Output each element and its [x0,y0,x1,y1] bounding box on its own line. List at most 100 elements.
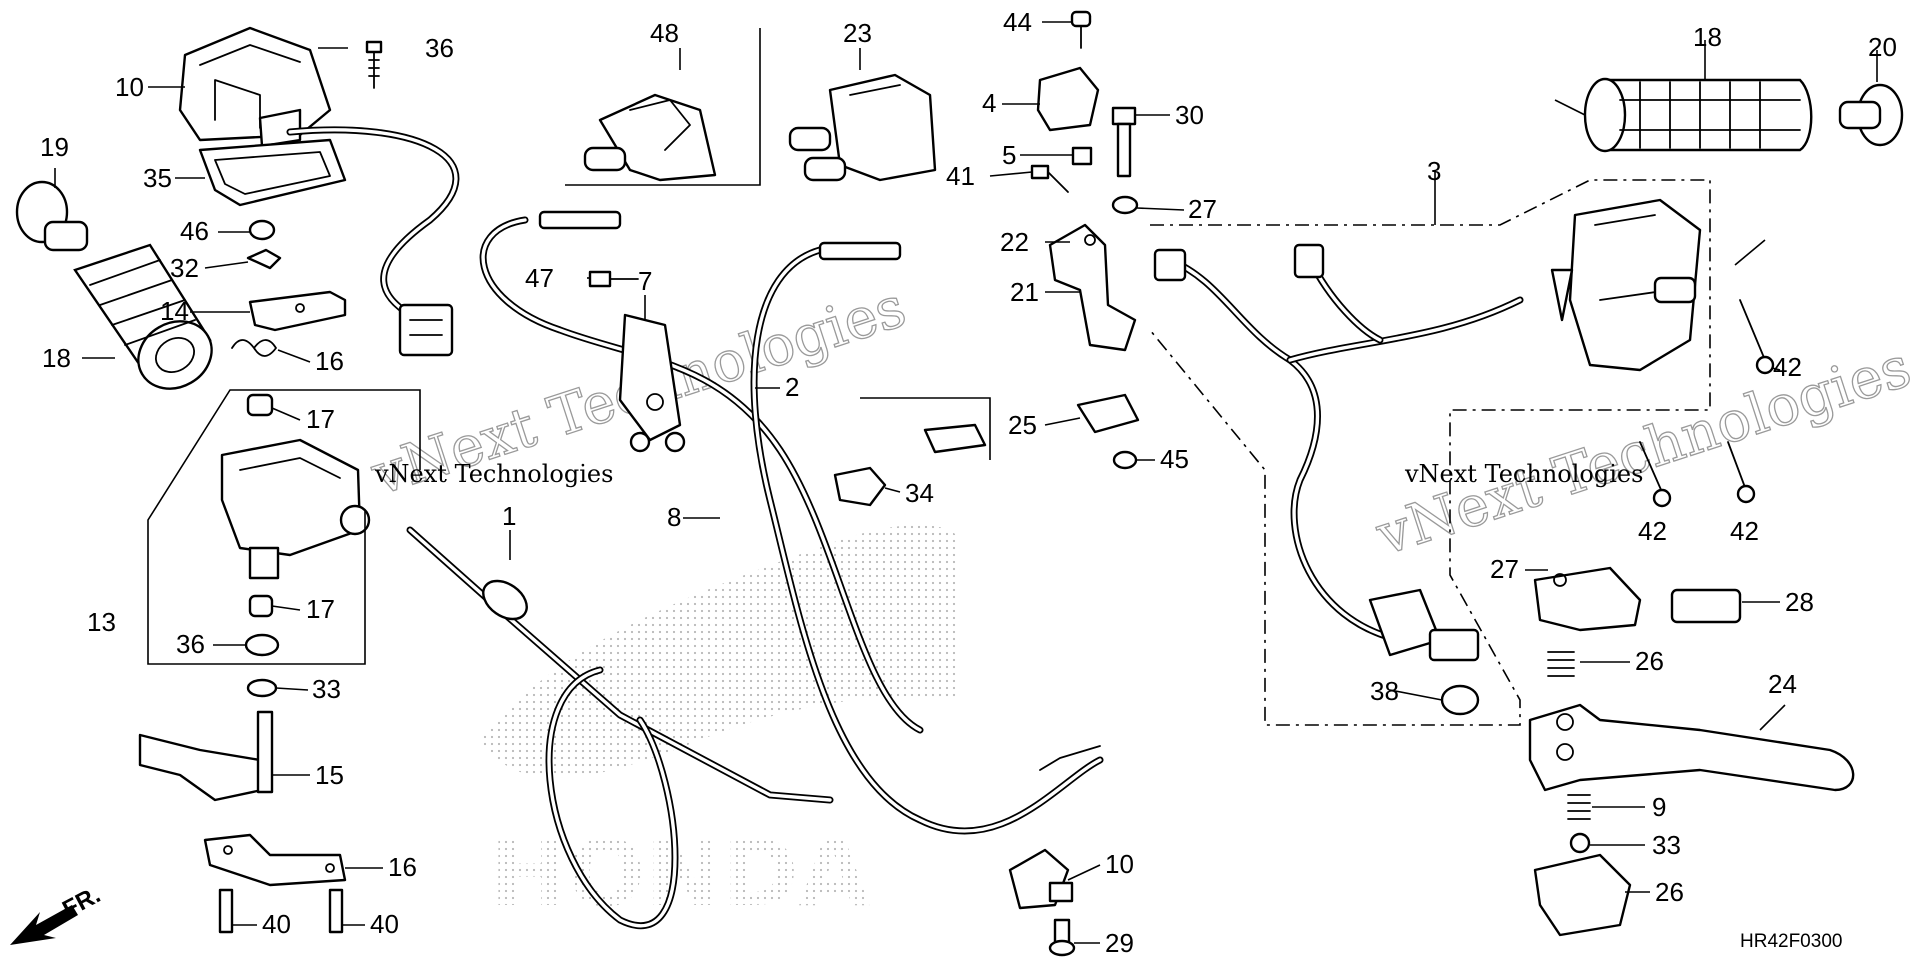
callout-35: 36 [176,629,205,659]
grip-end-18-right [1838,83,1904,147]
leader-lines [54,21,1878,944]
spring-14 [231,339,277,357]
grip-17-right [1583,77,1813,153]
throttle-lever-13 [138,710,274,802]
callout-6: 10 [115,72,144,102]
plate-12 [248,290,347,332]
seal-35 [244,633,280,657]
callout-22: 24 [1768,669,1797,699]
screw-43 [1070,10,1092,49]
boot-group-47 [565,28,761,186]
holder-24 [1533,853,1632,937]
callout-5: 5 [1002,140,1016,170]
callout-4: 4 [982,88,996,118]
switch-10 [1008,848,1074,910]
callout-17-right: 18 [1693,22,1722,52]
callout-15: 16 [388,852,417,882]
callout-8: 8 [667,502,681,532]
callout-28: 28 [1785,587,1814,617]
spring-25 [1547,651,1575,677]
callout-11: 13 [87,607,116,637]
callout-16-upper: 17 [306,404,335,434]
honda-logo-text: HONDA [490,820,870,927]
grip-end-18-left [15,180,89,252]
bolt-42-b [1639,441,1672,508]
callout-46: 47 [525,263,554,293]
cable-2 [750,246,1104,835]
throttle-housing-cover [178,26,332,148]
callout-2: 2 [785,372,799,402]
callout-45: 46 [180,216,209,246]
diagram-code: HR42F0300 [1740,931,1842,952]
housing-gasket [198,138,347,207]
callout-18-right: 20 [1868,32,1897,62]
throttle-cable-1 [406,526,834,930]
bolt-42-a [1739,299,1775,375]
holder-20-19 [1048,223,1137,352]
spring-9 [1567,794,1591,820]
callout-3: 3 [1427,156,1441,186]
boot-21 [788,73,937,182]
callout-21: 23 [843,18,872,48]
bolt-41 [1030,164,1069,193]
callout-44: 45 [1160,444,1189,474]
callout-27: 27 [1188,194,1217,224]
grip-17-left [73,243,213,390]
bracket-26 [1533,566,1642,632]
switch-28 [1670,588,1742,624]
nut-44 [1112,450,1138,470]
callout-19: 21 [1010,277,1039,307]
throttle-housing-11 [220,438,371,580]
callout-40-right: 40 [370,909,399,939]
callout-47: 48 [650,18,679,48]
callout-26: 27 [1490,554,1519,584]
callout-10: 10 [1105,849,1134,879]
callout-25: 26 [1635,646,1664,676]
bolt-40-left [218,888,234,934]
callout-39: 36 [425,33,454,63]
callout-37: 35 [143,163,172,193]
plate-15 [203,833,347,887]
bracket-23 [1076,393,1140,434]
bolt-46 [588,270,639,288]
callout-32: 32 [170,253,199,283]
callout-41: 41 [946,161,975,191]
stay-7 [618,313,682,442]
callout-38: 38 [1370,676,1399,706]
callout-42-a: 42 [1773,352,1802,382]
collar-16-lower [248,594,274,618]
callout-14: 16 [315,346,344,376]
front-direction-arrow: FR. [10,881,105,945]
washer-33 [246,678,278,698]
svg-text:vNext Technologies: vNext Technologies [1404,460,1643,488]
callout-13: 15 [315,760,344,790]
harness-box-3 [1149,179,1711,726]
callout-40-left: 40 [262,909,291,939]
collar-16-upper [246,393,274,417]
brake-lever-22 [1528,703,1855,792]
cable-end-upper [538,210,902,261]
callout-7: 7 [638,266,652,296]
bolt-30 [1111,106,1137,178]
callout-12: 14 [160,296,189,326]
callout-20: 22 [1000,227,1029,257]
callout-18-left: 19 [40,132,69,162]
svg-text:vNext Technologies: vNext Technologies [374,460,613,488]
relay-4 [1036,66,1100,132]
main-harness [1153,243,1524,662]
callout-24: 26 [1655,877,1684,907]
callout-43: 44 [1003,7,1032,37]
callout-23: 25 [1008,410,1037,440]
clamp-36 [833,466,887,507]
bolt-40-right [328,888,344,934]
callout-42-b: 42 [1638,516,1667,546]
cap-5 [1071,146,1093,166]
callout-1: 1 [502,501,516,531]
callout-36: 34 [905,478,934,508]
ball-34 [1569,832,1591,854]
bolt-42-c [1727,441,1756,504]
callout-34: 33 [1652,830,1681,860]
bracket-48 [860,397,991,460]
cable-8 [479,216,924,734]
